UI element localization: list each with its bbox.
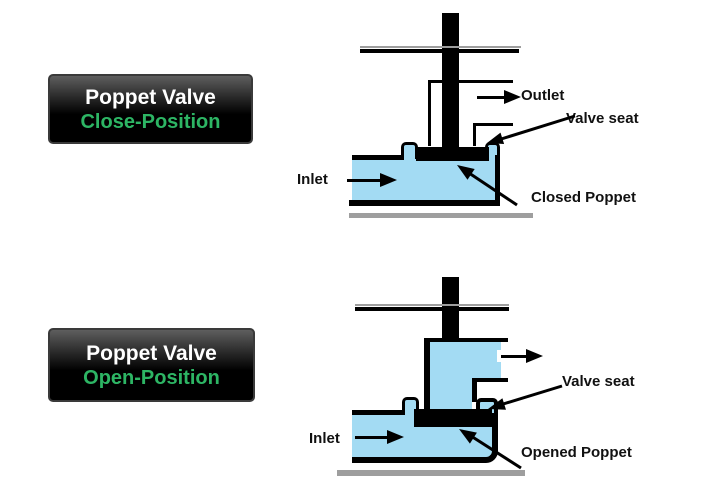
valve-seat-label: Valve seat xyxy=(566,110,639,127)
ground-line xyxy=(337,470,525,476)
outlet-label: Outlet xyxy=(521,87,565,104)
outlet-arrow-icon xyxy=(504,90,521,104)
valve-stem xyxy=(442,13,459,161)
bonnet-plate-line xyxy=(355,304,509,306)
valve-body-top-edge xyxy=(352,410,405,415)
inlet-arrow-icon xyxy=(387,430,404,444)
poppet-disc xyxy=(416,147,489,161)
close-position-badge: Poppet Valve Close-Position xyxy=(48,74,253,144)
poppet-state-label: Opened Poppet xyxy=(521,444,632,461)
outlet-chamber-top-edge xyxy=(424,338,508,342)
badge-title: Poppet Valve xyxy=(85,85,216,109)
outlet-arrow-icon xyxy=(477,96,508,99)
bonnet-plate-line xyxy=(360,49,519,53)
poppet-disc xyxy=(414,409,492,427)
valve-seat-arrow-icon xyxy=(488,384,563,410)
bonnet-plate-line xyxy=(360,46,521,48)
bonnet-outline xyxy=(428,80,431,146)
ground-line xyxy=(349,213,533,218)
fluid-column xyxy=(430,379,472,412)
valve-body-right-edge xyxy=(495,155,500,203)
bonnet-plate-line xyxy=(355,307,509,311)
outlet-chamber-fluid xyxy=(430,341,501,379)
valve-body-top-edge xyxy=(352,155,404,160)
inlet-arrow-icon xyxy=(380,173,397,187)
inlet-arrow-icon xyxy=(355,436,389,439)
outlet-port-outline xyxy=(473,123,476,146)
inlet-arrow-icon xyxy=(347,179,382,182)
outlet-port-outline xyxy=(473,123,513,126)
valve-seat-label: Valve seat xyxy=(562,373,635,390)
open-position-badge: Poppet Valve Open-Position xyxy=(48,328,255,402)
outlet-chamber-bottom-edge xyxy=(472,378,508,382)
opened-poppet-arrow-icon xyxy=(459,429,522,470)
inlet-label: Inlet xyxy=(309,430,340,447)
badge-subtitle: Close-Position xyxy=(80,110,221,133)
outlet-chamber-left-wall xyxy=(424,338,430,412)
poppet-state-label: Closed Poppet xyxy=(531,189,637,206)
outlet-arrow-icon xyxy=(526,349,543,363)
inlet-label: Inlet xyxy=(297,171,328,188)
badge-title: Poppet Valve xyxy=(86,341,217,365)
valve-body-bottom-edge xyxy=(349,200,500,206)
outlet-chamber-right-wall xyxy=(472,380,477,402)
outlet-arrow-icon xyxy=(501,355,529,358)
badge-subtitle: Open-Position xyxy=(83,366,220,389)
bonnet-outline xyxy=(428,80,513,83)
outlet-notch xyxy=(497,350,501,362)
valve-seat-arrow-icon xyxy=(487,114,576,144)
closed-poppet-arrow-icon xyxy=(457,165,518,207)
